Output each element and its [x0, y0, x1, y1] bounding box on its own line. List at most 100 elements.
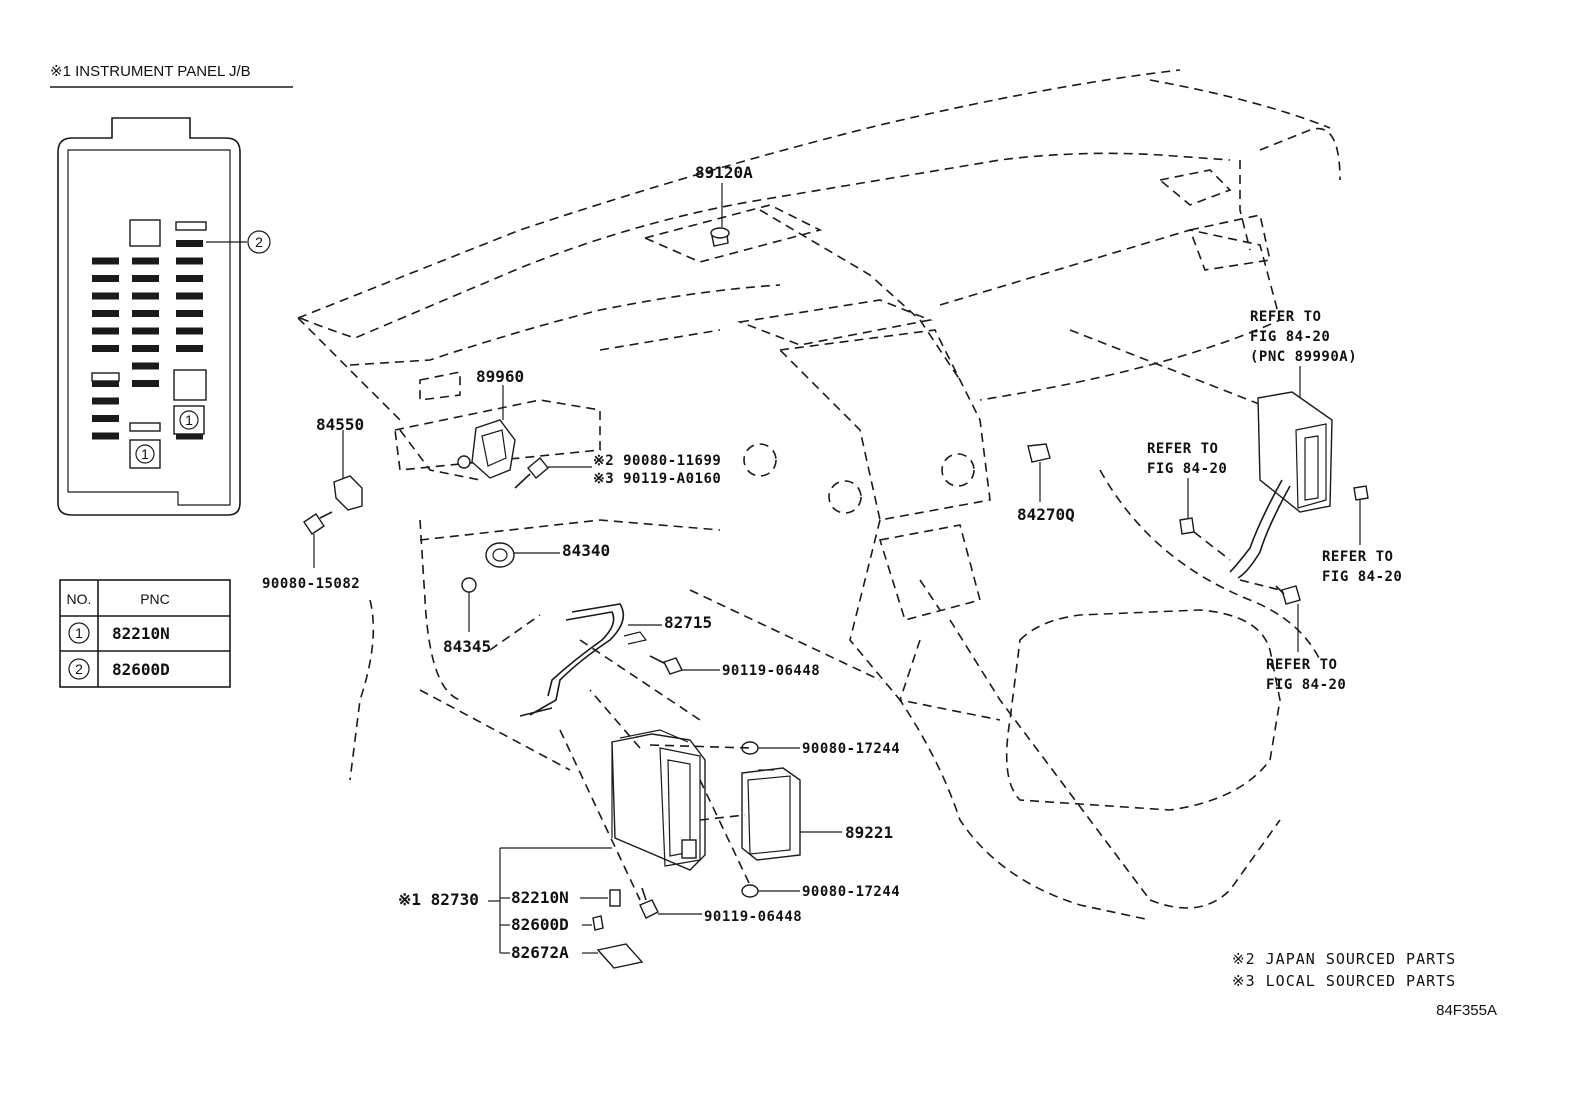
dash-center-console — [778, 329, 991, 521]
part-90080-15082-bolt: 90080-15082 — [262, 511, 360, 592]
label-89221: 89221 — [845, 823, 893, 842]
fuse-slot — [176, 292, 203, 300]
label-90080-17244-b: 90080-17244 — [802, 884, 900, 900]
pnc-table: NO. PNC 1 82210N 2 82600D — [59, 579, 231, 688]
ref3-line1: REFER TO — [1322, 549, 1393, 565]
label-90080-11699: ※2 90080-11699 — [593, 453, 721, 469]
label-84550: 84550 — [316, 415, 364, 434]
fuse-slot — [176, 275, 203, 282]
part-82715-harness: 82715 — [519, 603, 712, 717]
fuse-slot — [176, 310, 203, 317]
fuse-slot — [92, 292, 119, 300]
fuse-slot — [132, 362, 159, 370]
label-90119-06448-b: 90119-06448 — [704, 909, 802, 925]
fuse-slot — [92, 415, 119, 422]
fuse-slot — [92, 275, 119, 282]
fuse-slot — [176, 327, 203, 335]
fuse-slot — [132, 380, 159, 387]
label-82715: 82715 — [664, 613, 712, 632]
label-82730: ※1 82730 — [398, 890, 479, 909]
part-82210N-fuse — [609, 889, 621, 907]
dash-shifter-area — [878, 524, 981, 621]
part-84270Q-switch: 84270Q — [1017, 443, 1075, 524]
reference-note-2: REFER TO FIG 84-20 — [1147, 441, 1227, 477]
inset-title: ※1 INSTRUMENT PANEL J/B — [50, 63, 251, 80]
part-82730-junction-block — [611, 729, 706, 871]
label-90080-15082: 90080-15082 — [262, 576, 360, 592]
part-90080-17244-nut-b: 90080-17244 — [741, 884, 900, 900]
marker-1-label-b: 1 — [141, 446, 149, 462]
part-bolt-right — [1281, 585, 1301, 605]
label-82210N: 82210N — [511, 888, 569, 907]
fuse-array — [92, 240, 203, 440]
part-90119-06448-bolt-a: 90119-06448 — [649, 655, 820, 679]
label-90119-A0160: ※3 90119-A0160 — [593, 471, 721, 487]
dash-armrest — [1005, 609, 1281, 811]
fuse-slot — [132, 310, 159, 317]
label-89960: 89960 — [476, 367, 524, 386]
part-89120A-clip: 89120A — [695, 163, 753, 247]
fuse-slot — [132, 275, 159, 282]
ref1-line3: (PNC 89990A) — [1250, 349, 1357, 365]
fuse-slot — [92, 397, 119, 405]
fuse-slot — [92, 257, 119, 265]
fuse-slot — [176, 432, 203, 440]
junction-box-inset: 1 1 2 — [57, 117, 271, 516]
reference-note-1: REFER TO FIG 84-20 (PNC 89990A) — [1250, 309, 1357, 365]
dash-top-vent — [642, 204, 823, 263]
table-header-no: NO. — [67, 591, 92, 607]
label-89120A: 89120A — [695, 163, 753, 182]
label-90080-17244-a: 90080-17244 — [802, 741, 900, 757]
reference-note-4: REFER TO FIG 84-20 — [1266, 657, 1346, 693]
reference-note-3: REFER TO FIG 84-20 — [1322, 549, 1402, 585]
fuse-slot — [92, 380, 119, 387]
part-90080-17244-nut-a: 90080-17244 — [741, 741, 900, 757]
ref1-line1: REFER TO — [1250, 309, 1321, 325]
fuse-slot — [176, 240, 203, 247]
relay-slot-large — [173, 369, 207, 401]
part-89221-ecu: 89221 — [741, 767, 893, 861]
table-row-1-no: 1 — [75, 625, 83, 641]
dashboard-outline — [297, 69, 1341, 921]
part-90080-11699-bolt: ※2 90080-11699 ※3 90119-A0160 — [514, 453, 721, 489]
fuse-slot — [92, 310, 119, 317]
fuse-slot — [132, 257, 159, 265]
label-82600D: 82600D — [511, 915, 569, 934]
part-84340-switch: 84340 — [485, 541, 610, 568]
part-nut-right — [1353, 485, 1369, 501]
part-89990A-computer — [1179, 366, 1369, 652]
label-90119-06448-a: 90119-06448 — [722, 663, 820, 679]
fuse-slot — [132, 327, 159, 335]
label-84340: 84340 — [562, 541, 610, 560]
table-row-2-no: 2 — [75, 661, 83, 677]
note-japan-sourced: ※2 JAPAN SOURCED PARTS — [1232, 950, 1456, 968]
fuse-slot — [92, 327, 119, 335]
table-row-1-pnc: 82210N — [112, 624, 170, 643]
assembly-82730-bracket: ※1 82730 82210N 82600D 82672A — [398, 847, 644, 969]
part-clip-right — [1179, 517, 1195, 535]
ref2-line1: REFER TO — [1147, 441, 1218, 457]
label-84345: 84345 — [443, 637, 491, 656]
part-84550-bracket: 84550 — [316, 415, 364, 511]
ref4-line1: REFER TO — [1266, 657, 1337, 673]
part-90119-06448-bolt-b: 90119-06448 — [639, 887, 802, 925]
marker-1-label-a: 1 — [185, 412, 193, 428]
callout-2-label: 2 — [255, 234, 263, 250]
fuse-slot — [176, 345, 203, 352]
fuse-slot — [92, 432, 119, 440]
part-84345-cover: 84345 — [443, 577, 491, 656]
label-84270Q: 84270Q — [1017, 505, 1075, 524]
fuse-slot — [92, 345, 119, 352]
dash-glovebox — [394, 399, 601, 471]
ref2-line2: FIG 84-20 — [1147, 461, 1227, 477]
ref1-line2: FIG 84-20 — [1250, 329, 1330, 345]
callout-2-circle — [247, 230, 271, 254]
note-local-sourced: ※3 LOCAL SOURCED PARTS — [1232, 972, 1456, 990]
ref3-line2: FIG 84-20 — [1322, 569, 1402, 585]
relay-slot — [129, 219, 161, 247]
table-row-2-pnc: 82600D — [112, 660, 170, 679]
figure-id: 84F355A — [1436, 1002, 1497, 1019]
fuse-slot — [132, 345, 159, 352]
